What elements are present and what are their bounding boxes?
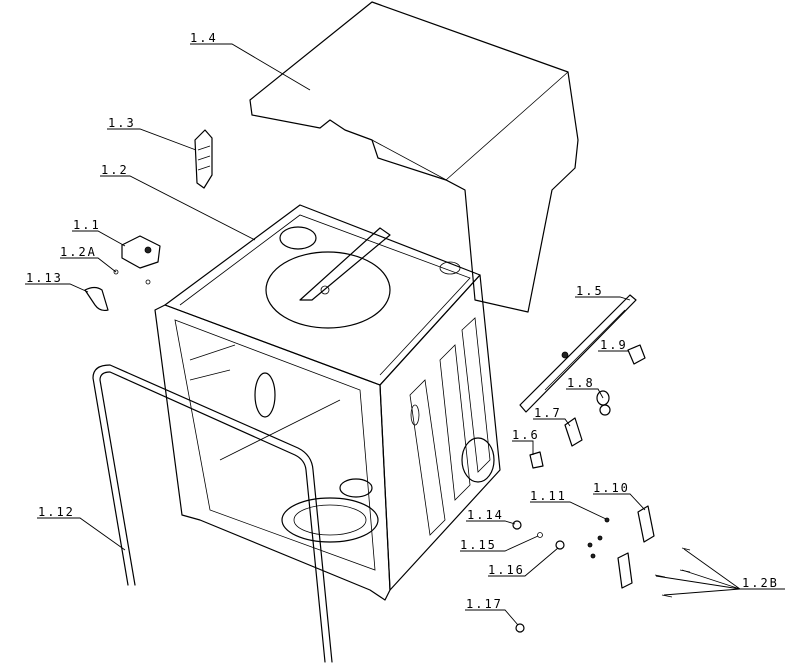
label-1-17: 1.17	[466, 597, 503, 611]
label-1-16: 1.16	[488, 563, 525, 577]
label-1-14: 1.14	[467, 508, 504, 522]
fasteners	[512, 517, 691, 633]
part-1-2-tub	[154, 204, 501, 601]
leader-lines	[25, 43, 785, 626]
part-1-4-insulation-cover	[249, 1, 579, 313]
part-1-5-rail	[519, 294, 637, 413]
part-1-1-module	[121, 235, 161, 269]
label-1-10: 1.10	[593, 481, 630, 495]
label-1-12: 1.12	[38, 505, 75, 519]
part-1-12-door-gasket	[92, 364, 333, 663]
part-1-10-hinge-plates	[617, 505, 655, 589]
label-1-6: 1.6	[512, 428, 540, 442]
part-1-6-clip	[529, 451, 544, 469]
label-1-8: 1.8	[567, 376, 595, 390]
label-1-15: 1.15	[460, 538, 497, 552]
label-1-2b: 1.2B	[742, 576, 779, 590]
label-1-11: 1.11	[530, 489, 567, 503]
label-1-4: 1.4	[190, 31, 218, 45]
label-1-9: 1.9	[600, 338, 628, 352]
part-1-8-plug	[596, 390, 611, 416]
label-1-2a: 1.2A	[60, 245, 97, 259]
part-labels: 1.4 1.3 1.2 1.1 1.2A 1.13 1.5 1.9 1.8 1.…	[26, 31, 779, 611]
part-1-2a-screws	[84, 269, 151, 312]
label-1-5: 1.5	[576, 284, 604, 298]
label-1-13: 1.13	[26, 271, 63, 285]
label-1-3: 1.3	[108, 116, 136, 130]
label-1-2: 1.2	[101, 163, 129, 177]
part-1-3-bracket	[194, 129, 213, 189]
label-1-1: 1.1	[73, 218, 101, 232]
label-1-7: 1.7	[534, 406, 562, 420]
part-1-7-holder	[564, 417, 583, 447]
part-1-9-clip	[627, 344, 646, 365]
